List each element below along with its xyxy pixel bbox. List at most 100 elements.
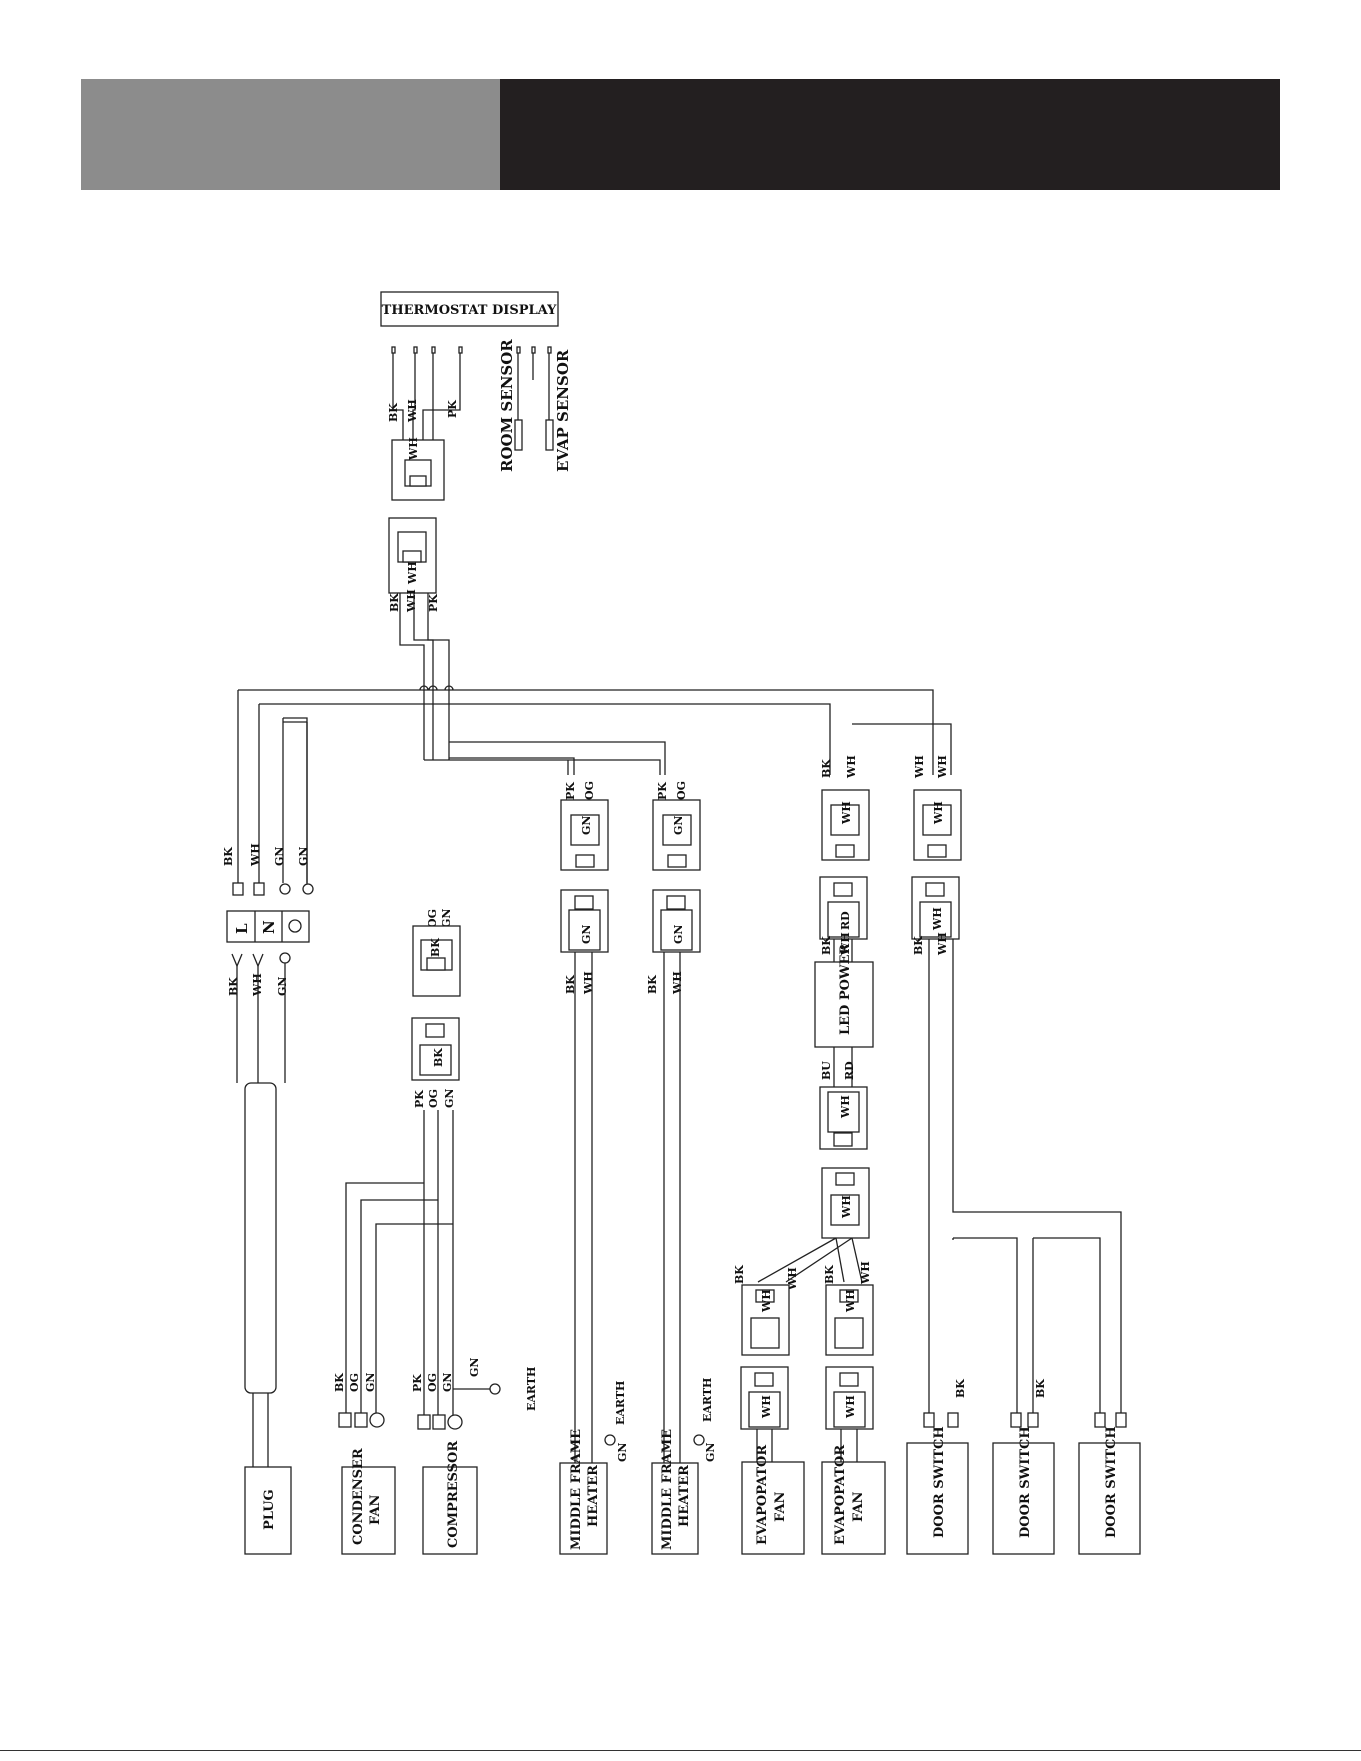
wire-label-bk-7: BK — [646, 975, 659, 994]
wire-label-wh-9: WH — [936, 755, 949, 779]
connector-led-bottom-1 — [819, 1086, 868, 1150]
evaporator-fan-2-label-2: FAN — [851, 1491, 866, 1522]
connector-led-bottom-2 — [821, 1167, 870, 1239]
connector-label-wh-3: WH — [840, 801, 853, 825]
door-switch-2-label: DOOR SWITCH — [1018, 1426, 1033, 1538]
wire-label-gn-1: GN — [273, 847, 286, 866]
door-switch-1-label: DOOR SWITCH — [932, 1426, 947, 1538]
wire-label-wh-1: WH — [406, 399, 419, 423]
compressor-pins — [417, 1414, 463, 1430]
door-switch-2-box — [992, 1442, 1055, 1555]
connector-heater-1-bottom — [560, 889, 609, 953]
connector-label-wh-7: WH — [840, 1195, 853, 1219]
wire-label-og-4: OG — [426, 1373, 439, 1392]
earth-label-1: EARTH — [525, 1367, 538, 1411]
condenser-fan-label-2: FAN — [368, 1494, 383, 1525]
wire-label-gn-3: GN — [276, 977, 289, 996]
middle-frame-heater-2-box — [651, 1462, 699, 1555]
connector-label-wh-8: WH — [760, 1289, 773, 1313]
wire-label-gn-7: GN — [364, 1373, 377, 1392]
wire-label-pk-4: PK — [413, 1090, 426, 1108]
evaporator-fan-1-label-1: EVAPOPATOR — [755, 1445, 770, 1545]
condenser-fan-pins — [338, 1412, 385, 1428]
wire-label-bk-9: BK — [820, 936, 833, 955]
wire-label-gn-8: GN — [441, 1373, 454, 1392]
power-cable — [244, 1082, 277, 1394]
connector-thermostat-bottom — [388, 517, 437, 594]
connector-led-top-2 — [819, 876, 868, 940]
connector-label-gn-2: GN — [672, 816, 685, 835]
connector-label-wh-1: WH — [407, 437, 420, 461]
wire-label-bk-13: BK — [954, 1379, 967, 1398]
evaporator-fan-2-box — [821, 1461, 886, 1555]
evaporator-fan-1-label-2: FAN — [773, 1491, 788, 1522]
wire-label-wh-10: WH — [839, 932, 852, 956]
connector-label-wh-10: WH — [760, 1395, 773, 1419]
connector-compressor-top — [412, 925, 461, 997]
room-sensor-probe — [514, 419, 523, 451]
wire-label-bk-3: BK — [222, 847, 235, 866]
plug-box — [244, 1466, 292, 1555]
plug-fork-terminals — [231, 952, 291, 968]
evap-sensor-probe — [545, 419, 554, 451]
connector-label-wh-11: WH — [844, 1395, 857, 1419]
wire-label-pk-5: PK — [411, 1374, 424, 1392]
wire-label-wh-13: WH — [859, 1261, 872, 1285]
wire-label-gn-4: GN — [440, 909, 453, 928]
connector-label-wh-9: WH — [844, 1289, 857, 1313]
wire-label-bk-2: BK — [388, 593, 401, 612]
wire-label-bk-11: BK — [733, 1265, 746, 1284]
wire-label-og-2: OG — [427, 1089, 440, 1108]
terminal-n-label: N — [260, 920, 278, 934]
connector-door-top — [913, 789, 962, 861]
wire-label-wh-11: WH — [936, 932, 949, 956]
connector-label-bk-2: BK — [432, 1048, 445, 1067]
plug-pins — [232, 882, 314, 896]
wire-label-og-3: OG — [348, 1373, 361, 1392]
header-band-left — [81, 79, 500, 190]
sensor-pins — [516, 346, 552, 354]
room-sensor-label: ROOM SENSOR — [498, 339, 516, 472]
wire-label-bk-6: BK — [564, 975, 577, 994]
connector-heater-2-top — [652, 799, 701, 871]
wire-label-bk-4: BK — [227, 977, 240, 996]
evaporator-fan-2-label-1: EVAPOPATOR — [833, 1445, 848, 1545]
door-switch-1-box — [906, 1442, 969, 1555]
wire-label-gn-10: GN — [704, 1443, 717, 1462]
wire-label-gn-2: GN — [297, 847, 310, 866]
wire-label-bk-14: BK — [1034, 1379, 1047, 1398]
wire-label-bu-1: BU — [820, 1061, 833, 1080]
evap-sensor-label: EVAP SENSOR — [554, 349, 572, 472]
connector-evap-fan-1-bottom — [740, 1366, 789, 1430]
connector-heater-2-bottom — [652, 889, 701, 953]
wire-label-bk-10: BK — [912, 936, 925, 955]
plug-label: PLUG — [262, 1489, 277, 1530]
connector-evap-fan-2-top — [825, 1284, 874, 1356]
wire-label-gn-6: GN — [468, 1358, 481, 1377]
connector-evap-fan-2-bottom — [825, 1366, 874, 1430]
wire-label-og-5: OG — [583, 781, 596, 800]
connector-label-wh-6: WH — [839, 1095, 852, 1119]
condenser-fan-label-1: CONDENSER — [351, 1448, 366, 1545]
wire-label-wh-6: WH — [671, 971, 684, 995]
wire-label-wh-7: WH — [845, 755, 858, 779]
connector-label-gn-4: GN — [672, 925, 685, 944]
door-switch-3-label: DOOR SWITCH — [1104, 1426, 1119, 1538]
connector-door-bottom — [911, 876, 960, 940]
condenser-fan-box — [341, 1466, 396, 1555]
wire-label-rd-1: RD — [843, 1061, 856, 1080]
connector-evap-fan-1-top — [741, 1284, 790, 1356]
connector-thermostat-top — [391, 439, 445, 501]
footer-rule — [0, 1750, 1361, 1751]
wire-label-bk-8: BK — [820, 759, 833, 778]
middle-frame-heater-1-box — [559, 1462, 608, 1555]
earth-label-2: EARTH — [614, 1381, 627, 1425]
wire-label-pk-1: PK — [446, 400, 459, 418]
terminal-block — [226, 910, 310, 943]
thermostat-pins — [391, 346, 463, 354]
wire-label-og-1: OG — [426, 909, 439, 928]
connector-label-wh-2: WH — [406, 561, 419, 585]
wire-label-bk-12: BK — [823, 1265, 836, 1284]
wire-label-bk-5: BK — [333, 1373, 346, 1392]
